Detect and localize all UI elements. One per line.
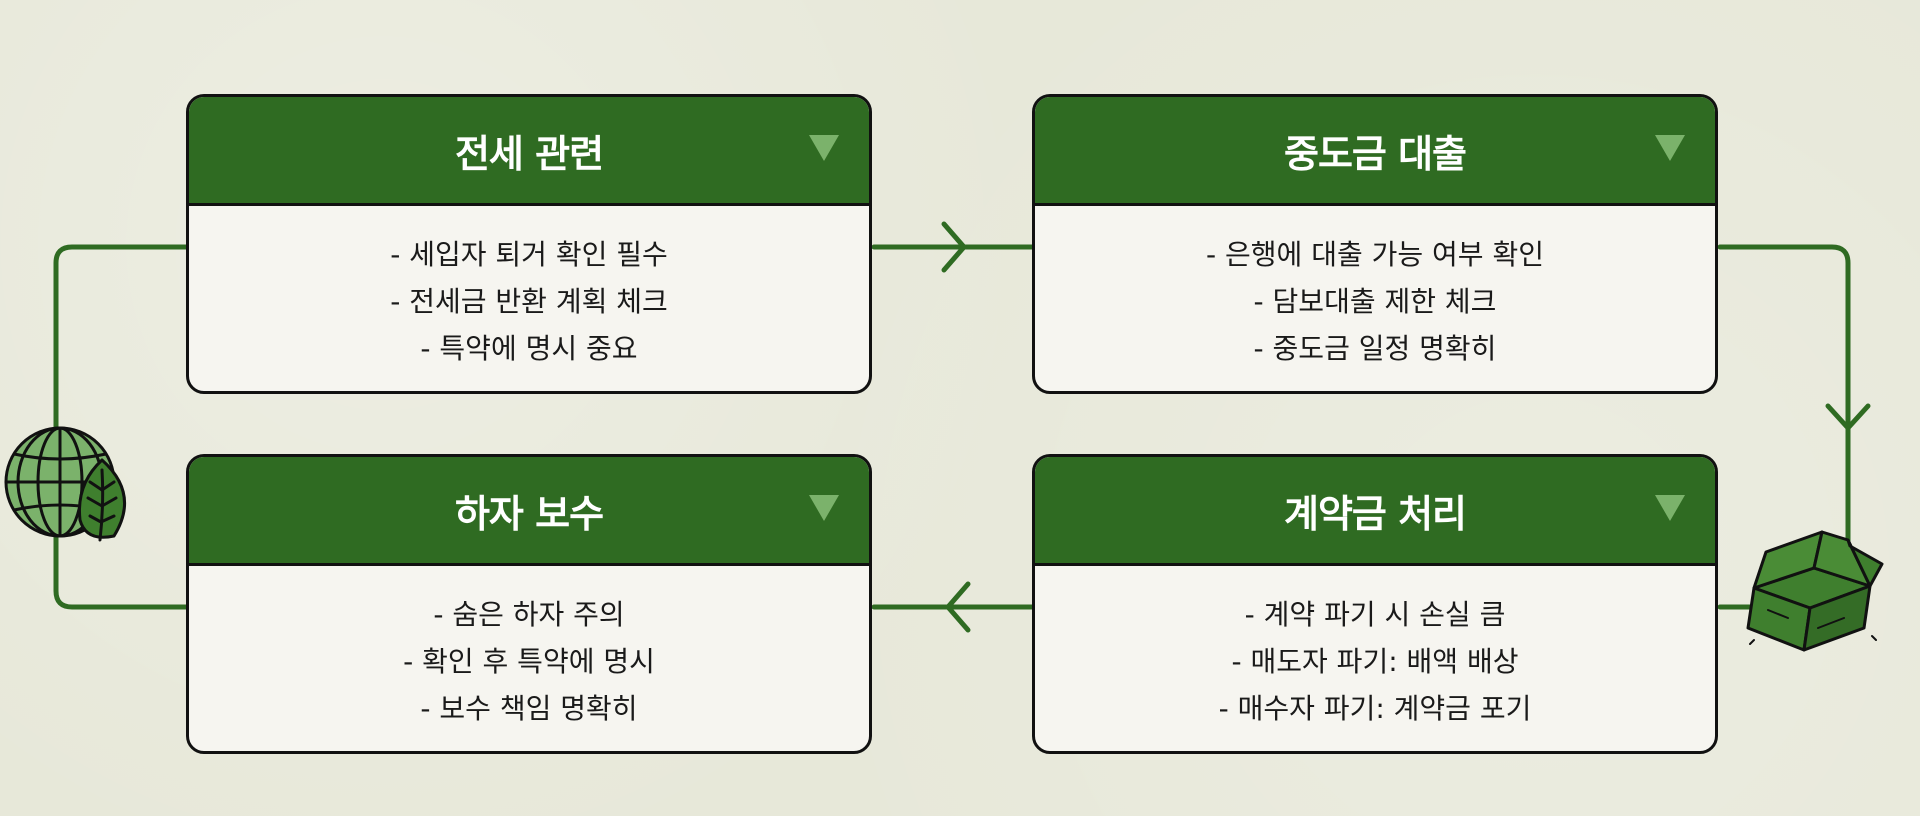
card-body: - 세입자 퇴거 확인 필수 - 전세금 반환 계획 체크 - 특약에 명시 중…	[189, 206, 869, 391]
card-title: 하자 보수	[454, 491, 604, 536]
card-body: - 계약 파기 시 손실 큼 - 매도자 파기: 배액 배상 - 매수자 파기:…	[1035, 566, 1715, 751]
chevron-down-icon[interactable]	[807, 493, 841, 523]
arrow-right-icon	[941, 221, 967, 273]
card-line: - 세입자 퇴거 확인 필수	[390, 238, 668, 271]
card-line: - 매도자 파기: 배액 배상	[1231, 645, 1519, 678]
card-defect-repair: 하자 보수 - 숨은 하자 주의 - 확인 후 특약에 명시 - 보수 책임 명…	[186, 454, 872, 754]
card-line: - 숨은 하자 주의	[433, 598, 625, 631]
card-jeonse: 전세 관련 - 세입자 퇴거 확인 필수 - 전세금 반환 계획 체크 - 특약…	[186, 94, 872, 394]
card-body: - 숨은 하자 주의 - 확인 후 특약에 명시 - 보수 책임 명확히	[189, 566, 869, 751]
chevron-down-icon[interactable]	[1653, 493, 1687, 523]
card-header: 계약금 처리	[1035, 457, 1715, 566]
card-title: 중도금 대출	[1283, 131, 1467, 176]
card-interim-loan: 중도금 대출 - 은행에 대출 가능 여부 확인 - 담보대출 제한 체크 - …	[1032, 94, 1718, 394]
arrow-down-icon	[1825, 403, 1871, 431]
chevron-down-icon[interactable]	[1653, 133, 1687, 163]
card-body: - 은행에 대출 가능 여부 확인 - 담보대출 제한 체크 - 중도금 일정 …	[1035, 206, 1715, 391]
card-header: 하자 보수	[189, 457, 869, 566]
open-box-icon	[1746, 530, 1884, 652]
card-line: - 은행에 대출 가능 여부 확인	[1206, 238, 1544, 271]
card-line: - 특약에 명시 중요	[420, 332, 638, 365]
arrow-left-icon	[945, 581, 971, 633]
card-deposit: 계약금 처리 - 계약 파기 시 손실 큼 - 매도자 파기: 배액 배상 - …	[1032, 454, 1718, 754]
card-line: - 전세금 반환 계획 체크	[390, 285, 668, 318]
card-header: 중도금 대출	[1035, 97, 1715, 206]
card-line: - 확인 후 특약에 명시	[403, 645, 655, 678]
card-title: 계약금 처리	[1283, 491, 1467, 536]
card-header: 전세 관련	[189, 97, 869, 206]
chevron-down-icon[interactable]	[807, 133, 841, 163]
card-line: - 중도금 일정 명확히	[1253, 332, 1497, 365]
card-line: - 담보대출 제한 체크	[1253, 285, 1497, 318]
card-title: 전세 관련	[454, 131, 604, 176]
card-line: - 보수 책임 명확히	[420, 692, 638, 725]
card-line: - 매수자 파기: 계약금 포기	[1218, 692, 1532, 725]
globe-leaf-icon	[4, 426, 127, 542]
card-line: - 계약 파기 시 손실 큼	[1244, 598, 1506, 631]
